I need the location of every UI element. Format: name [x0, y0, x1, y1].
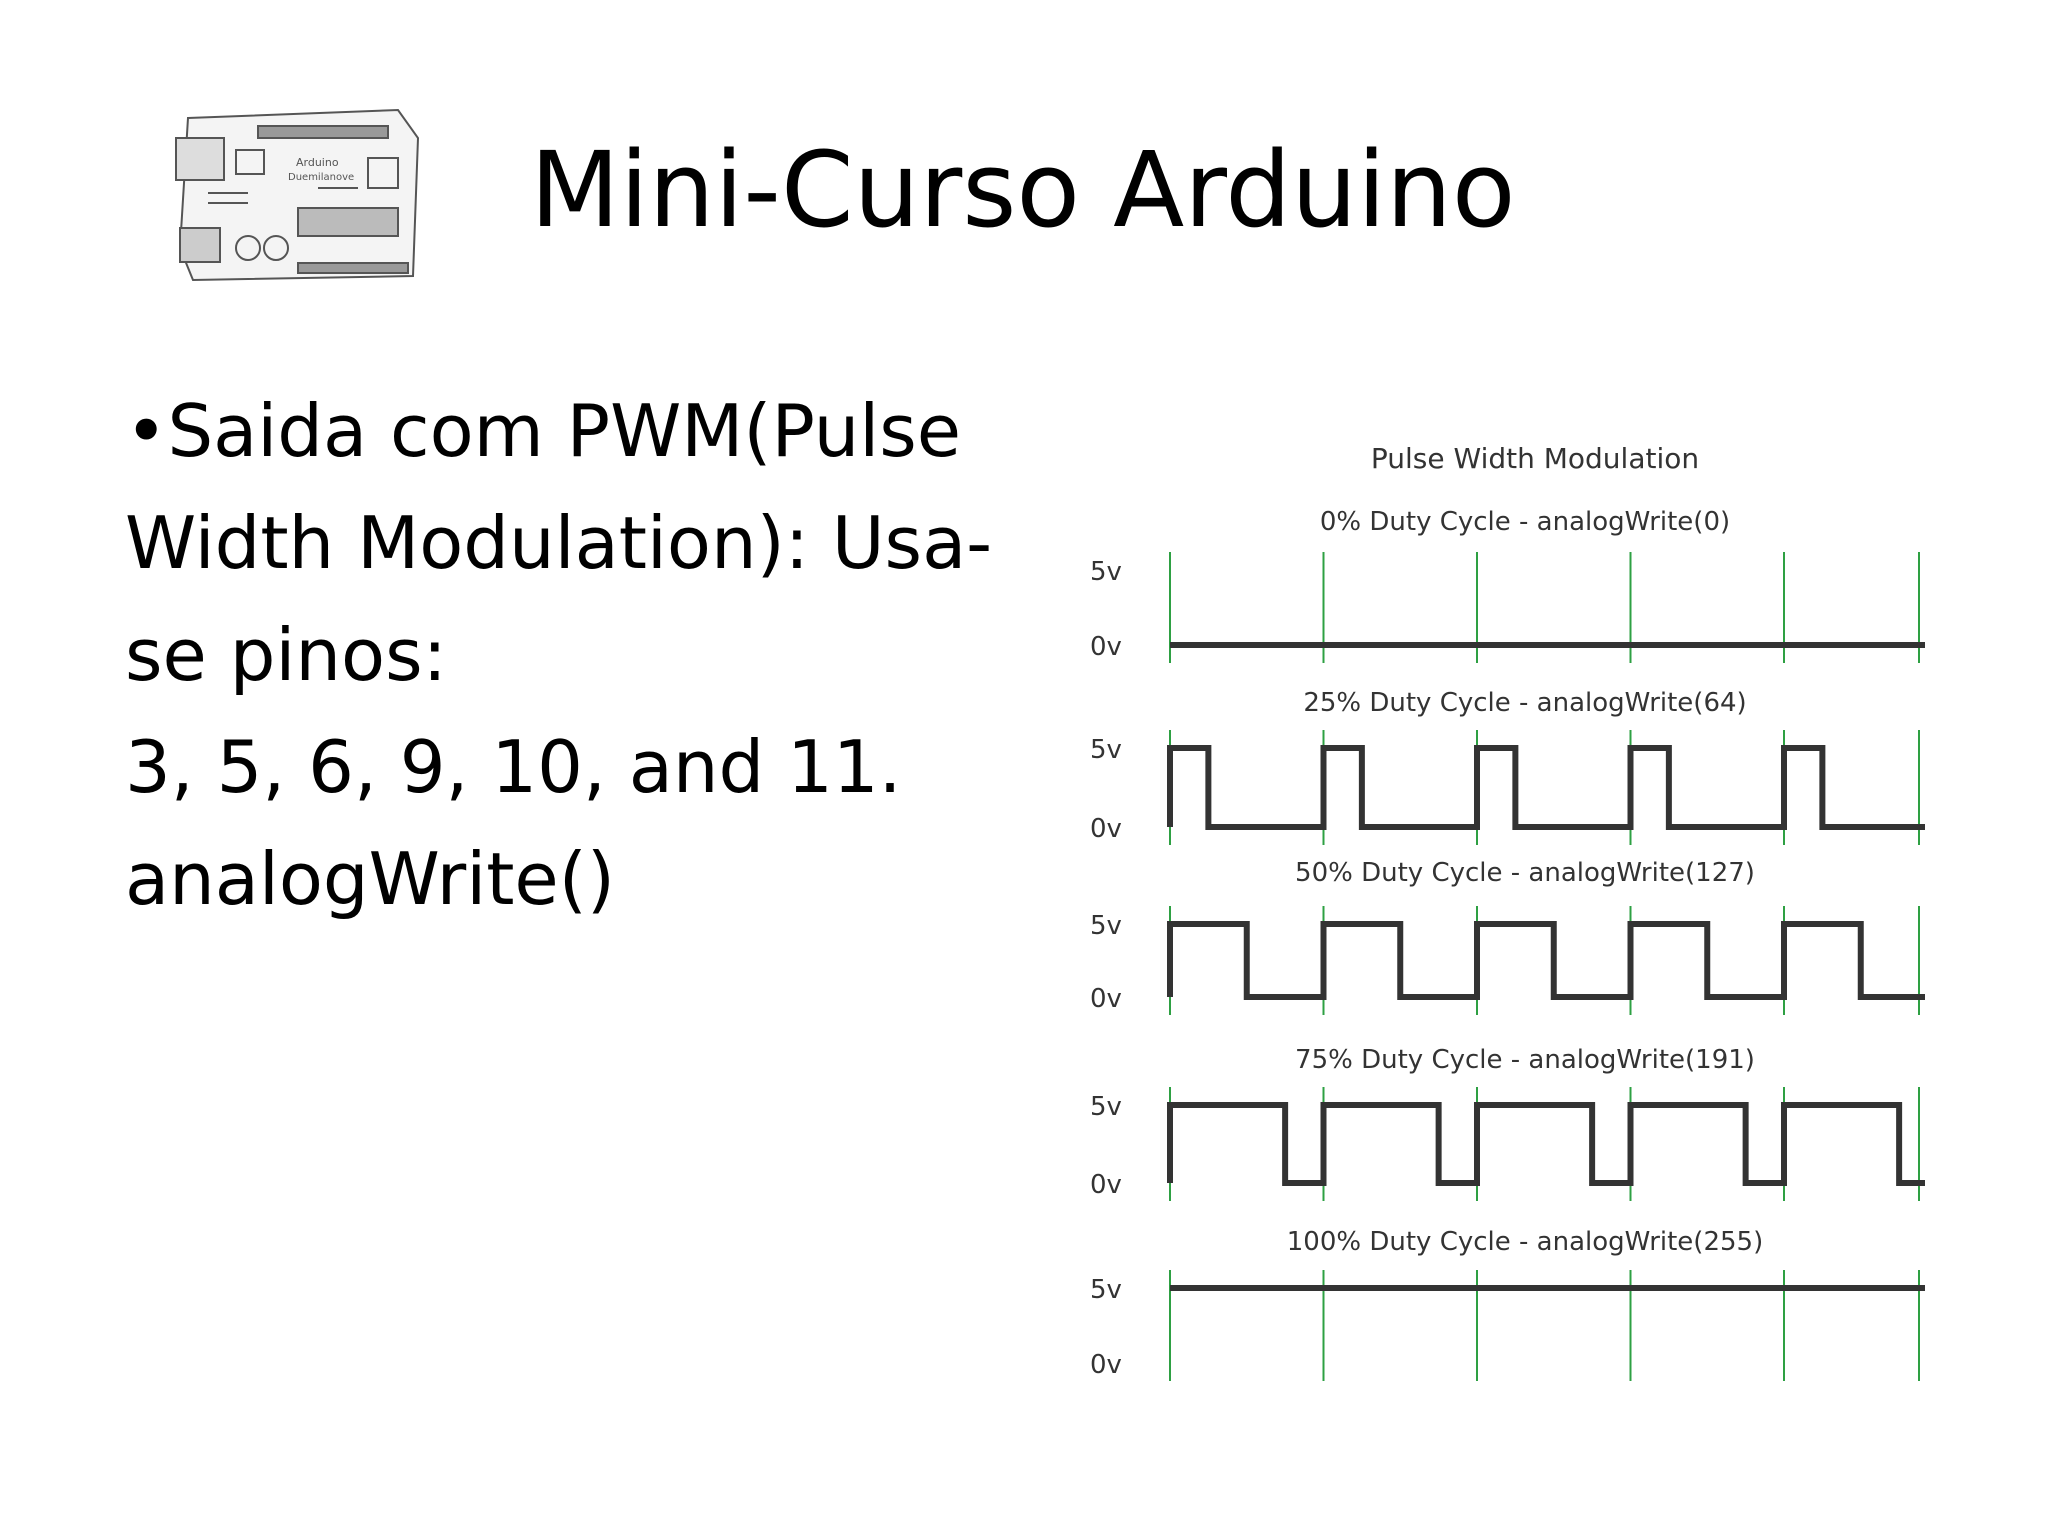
waveform-signal — [1167, 921, 1925, 1000]
waveform-label: 50% Duty Cycle - analogWrite(127) — [1295, 858, 1755, 888]
high-voltage-label: 5v — [1090, 557, 1122, 587]
body-line: se pinos: — [125, 613, 447, 697]
low-voltage-label: 0v — [1090, 984, 1122, 1014]
board-text-arduino: Arduino — [296, 156, 339, 169]
waveform-label: 25% Duty Cycle - analogWrite(64) — [1303, 688, 1746, 718]
low-voltage-label: 0v — [1090, 1170, 1122, 1200]
high-voltage-label: 5v — [1090, 1275, 1122, 1305]
body-line: 3, 5, 6, 9, 10, and 11. — [125, 725, 902, 809]
body-line: analogWrite() — [125, 837, 615, 921]
waveform-label: 0% Duty Cycle - analogWrite(0) — [1320, 507, 1730, 537]
low-voltage-label: 0v — [1090, 632, 1122, 662]
arduino-board-sketch-icon: Arduino Duemilanove — [175, 108, 420, 282]
diagram-title: Pulse Width Modulation — [1371, 442, 1699, 475]
high-voltage-label: 5v — [1090, 1092, 1122, 1122]
board-sketch-text: Arduino Duemilanove — [288, 156, 354, 183]
high-voltage-label: 5v — [1090, 911, 1122, 941]
low-voltage-label: 0v — [1090, 814, 1122, 844]
waveform-label: 100% Duty Cycle - analogWrite(255) — [1287, 1227, 1763, 1257]
slide-title: Mini-Curso Arduino — [530, 129, 1516, 251]
arduino-board-logo: Arduino Duemilanove — [168, 98, 428, 288]
slide-body: •Saida com PWM(Pulse Width Modulation): … — [125, 375, 1085, 935]
body-line: Width Modulation): Usa- — [125, 501, 993, 585]
waveform-label: 75% Duty Cycle - analogWrite(191) — [1295, 1045, 1755, 1075]
body-line: •Saida com PWM(Pulse — [125, 389, 962, 473]
board-text-model: Duemilanove — [288, 172, 354, 183]
low-voltage-label: 0v — [1090, 1350, 1122, 1380]
waveform-signal — [1167, 745, 1925, 830]
pwm-diagram: Pulse Width Modulation 0% Duty Cycle - a… — [1090, 442, 1925, 1381]
waveform-signal — [1167, 1102, 1925, 1186]
high-voltage-label: 5v — [1090, 735, 1122, 765]
